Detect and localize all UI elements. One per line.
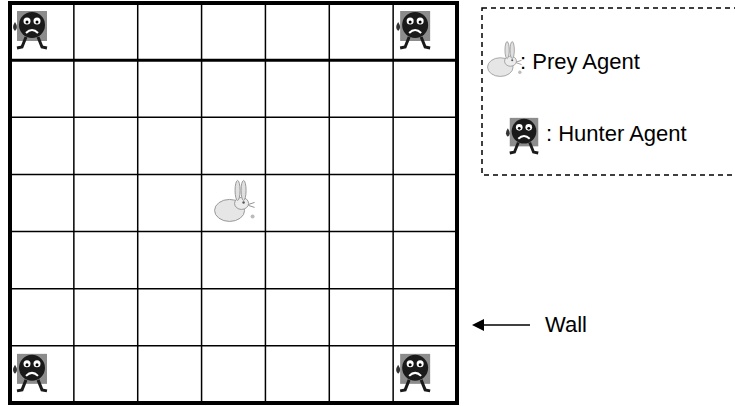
legend-text: : Hunter Agent: [546, 122, 687, 146]
wall-label: Wall: [545, 313, 587, 337]
legend-text: : Prey Agent: [520, 50, 640, 74]
